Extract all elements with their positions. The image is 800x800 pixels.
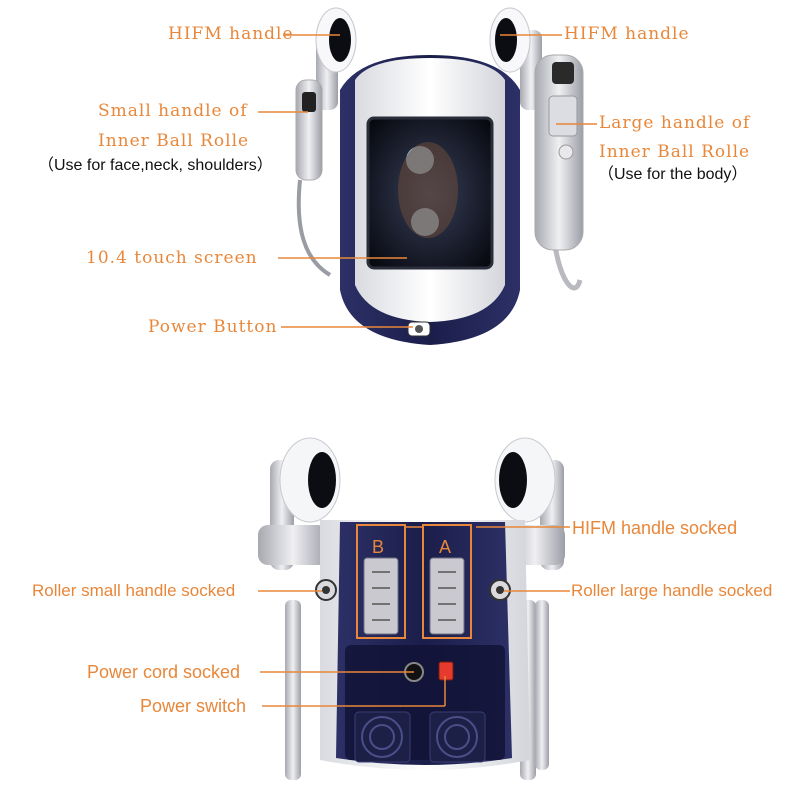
small-handle-label-line1: Small handle of [98,101,248,121]
hifm-handle-left-label: HIFM handle [168,24,294,44]
back-device [258,437,565,780]
power-cord-socket-label: Power cord socked [87,662,241,682]
power-switch-label: Power switch [140,696,247,716]
roller-small-socket-label: Roller small handle socked [32,581,236,600]
large-handle-note: （Use for the body） [598,166,748,183]
front-device [295,7,584,345]
large-handle-label-line2: Inner Ball Rolle [599,142,751,162]
leader-lines [258,34,597,707]
roller-large-socket-label: Roller large handle socked [571,581,773,600]
hifm-socket-label: HIFM handle socked [572,518,738,538]
socket-a-label: A [439,537,452,557]
small-handle-note: （Use for face,neck, shoulders） [38,157,273,174]
power-button-label: Power Button [148,317,278,337]
large-handle-label-line1: Large handle of [599,113,751,133]
touch-screen-label: 10.4 touch screen [86,248,258,268]
small-handle-label-line2: Inner Ball Rolle [98,131,250,151]
hifm-handle-right-label: HIFM handle [564,24,690,44]
socket-b-label: B [372,537,385,557]
